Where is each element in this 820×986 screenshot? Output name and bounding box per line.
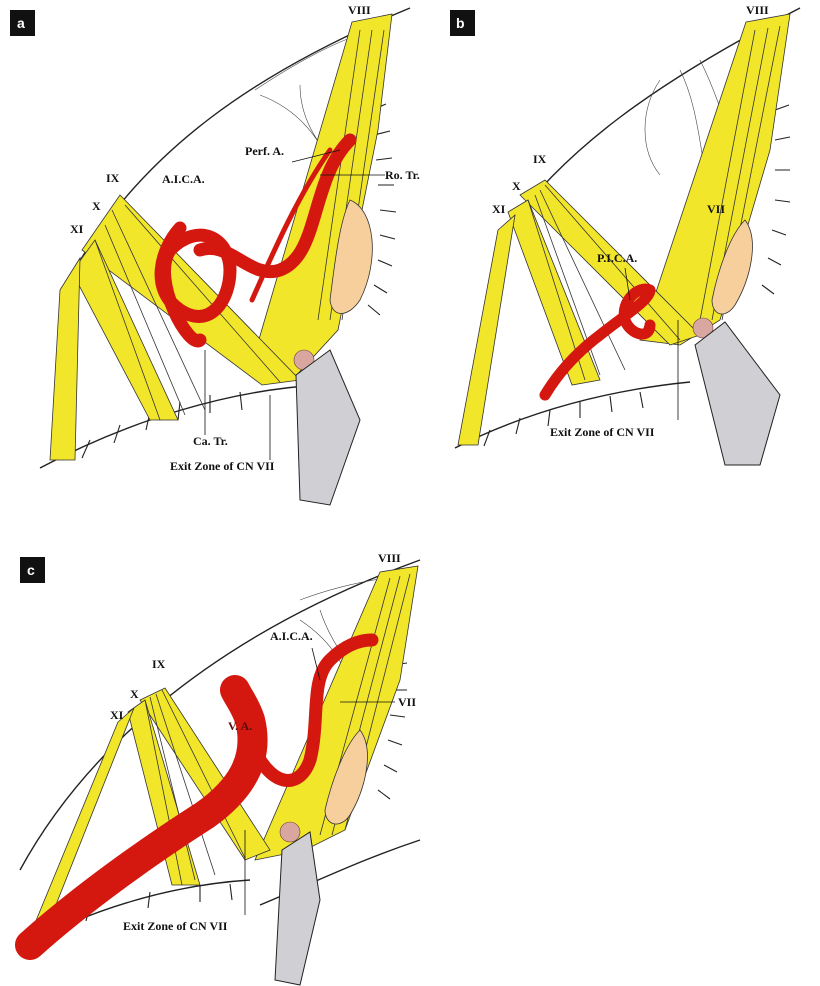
panel-b-nerve-viii — [639, 13, 791, 346]
panel-b-label-exit: Exit Zone of CN VII — [550, 425, 655, 439]
panel-a-label-ro-tr: Ro. Tr. — [385, 168, 420, 182]
panel-a-perforating-artery — [249, 147, 333, 303]
panel-a-aica — [154, 133, 357, 348]
panel-b-label-xi: XI — [492, 202, 506, 216]
panel-a-label-ix: IX — [106, 171, 120, 185]
panel-c-badge — [20, 557, 45, 583]
panel-c-leaders — [244, 647, 395, 915]
panel-a-nerve-x — [71, 239, 179, 421]
panel-b-label-ix: IX — [533, 152, 547, 166]
panel-b-badge — [450, 10, 475, 36]
panel-c-label-viii: VIII — [378, 551, 401, 565]
panel-b: b VIII IX X XI VII P.I.C.A. Exit Zone of… — [450, 3, 801, 466]
panel-b-retractor — [694, 321, 781, 466]
panel-c-label-vii: VII — [398, 695, 416, 709]
panel-b-folia — [483, 104, 791, 447]
panel-a: a VIII IX X XI A.I.C.A. Perf. A. Ro. Tr. — [10, 3, 420, 506]
panel-c: c VIII IX X XI A.I.C.A. V. A. VII Exit Z… — [15, 551, 421, 986]
panel-a-nerve-xi — [49, 256, 81, 461]
panel-b-nerve-x — [507, 199, 601, 386]
panel-b-letter: b — [456, 15, 465, 31]
panel-b-label-vii: VII — [707, 202, 725, 216]
panel-b-pica — [539, 283, 656, 401]
panel-a-label-viii: VIII — [348, 3, 371, 17]
panel-a-label-xi: XI — [70, 222, 84, 236]
panel-a-label-ca-tr: Ca. Tr. — [193, 434, 228, 448]
panel-b-leaders — [624, 267, 679, 420]
panel-c-label-xi: XI — [110, 708, 124, 722]
panel-c-aica — [243, 633, 379, 787]
panel-b-nerve-xi — [457, 213, 516, 446]
panel-a-label-exit: Exit Zone of CN VII — [170, 459, 275, 473]
panel-b-label-viii: VIII — [746, 3, 769, 17]
panel-a-retractor — [295, 349, 361, 506]
panel-a-label-perf: Perf. A. — [245, 144, 284, 158]
panel-c-flocculus — [324, 729, 368, 825]
panel-a-label-aica: A.I.C.A. — [162, 172, 205, 186]
panel-c-letter: c — [27, 562, 35, 578]
panel-c-root-exit — [279, 821, 301, 843]
panel-c-retractor — [274, 831, 321, 986]
panel-c-vertebral-artery — [15, 675, 268, 960]
panel-c-label-ix: IX — [152, 657, 166, 671]
panel-a-rootlets — [94, 204, 281, 421]
panel-c-label-va: V. A. — [228, 719, 252, 733]
panel-a-lower-outline — [39, 384, 321, 469]
panel-a-letter: a — [17, 15, 25, 31]
panel-b-label-x: X — [512, 179, 521, 193]
panel-b-root-exit — [692, 317, 714, 339]
panel-c-rootlets — [144, 689, 246, 886]
panel-c-label-exit: Exit Zone of CN VII — [123, 919, 228, 933]
panel-a-label-x: X — [92, 199, 101, 213]
panel-b-label-pica: P.I.C.A. — [597, 251, 637, 265]
panel-b-lower-outline — [454, 381, 691, 449]
panel-a-flocculus — [329, 199, 373, 314]
panel-c-label-x: X — [130, 687, 139, 701]
panel-a-badge — [10, 10, 35, 36]
panel-a-leaders — [204, 149, 385, 460]
panel-b-flocculus — [711, 219, 753, 315]
panel-b-rootlets — [527, 184, 681, 381]
panel-c-label-aica: A.I.C.A. — [270, 629, 313, 643]
